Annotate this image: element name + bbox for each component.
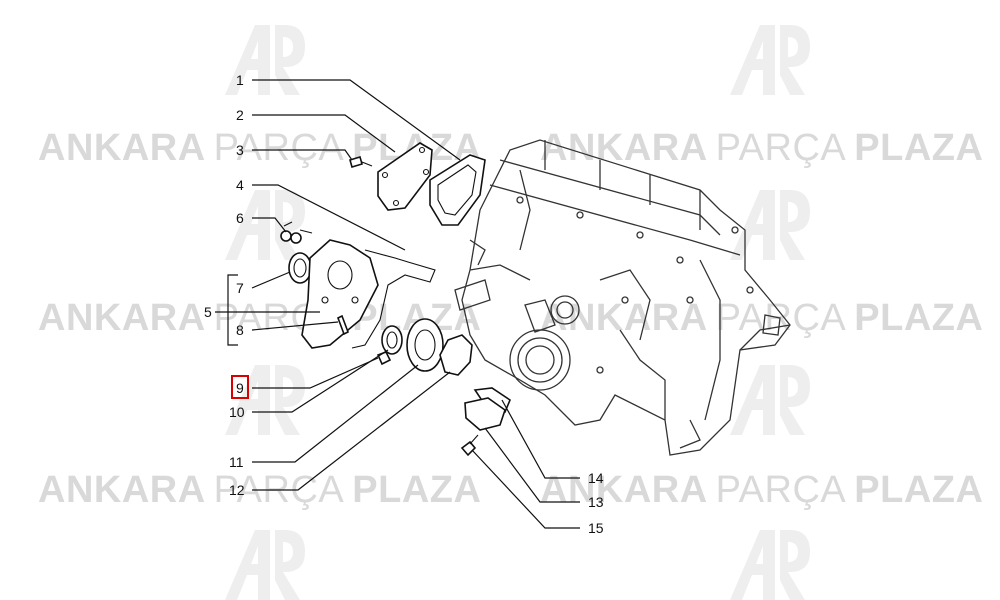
part-3-bolt (349, 156, 373, 168)
ap-logo-icon (225, 190, 305, 260)
part-15-bolt (460, 434, 479, 457)
leader-9 (252, 357, 379, 389)
leader-11 (252, 364, 419, 463)
leader-4 (252, 184, 406, 251)
callout-7: 7 (236, 280, 244, 296)
ap-logo-icon (730, 530, 810, 600)
leader-6 (252, 217, 287, 233)
parts (280, 142, 511, 457)
ap-logo-icon (730, 365, 810, 435)
ap-logo-icon (225, 365, 305, 435)
ap-logo-icon (225, 25, 305, 95)
ap-logo-icon (225, 530, 305, 600)
callout-1: 1 (236, 72, 244, 88)
part-11-flange (406, 318, 444, 372)
leader-8 (251, 321, 339, 331)
watermark-logos (225, 25, 810, 600)
part-5-timing-cover (301, 239, 379, 349)
part-7-seal-ring (288, 252, 312, 284)
engine-block (454, 139, 791, 456)
leader-15 (471, 449, 580, 529)
part-12-gasket (439, 334, 473, 376)
leader-12 (252, 371, 451, 491)
part-10-seal (381, 325, 403, 355)
leader-lines (215, 79, 580, 529)
leader-3 (252, 149, 353, 161)
callout-12: 12 (229, 482, 245, 498)
leader-13 (484, 427, 580, 503)
callout-labels: 1 2 3 4 5 6 7 8 9 10 11 12 14 13 15 (204, 72, 604, 536)
callout-4: 4 (236, 177, 244, 193)
ap-logo-icon (730, 25, 810, 95)
ap-logo-icon (730, 190, 810, 260)
callout-14: 14 (588, 470, 604, 486)
callout-11: 11 (229, 454, 244, 470)
callout-13: 13 (588, 494, 604, 510)
callout-3: 3 (236, 142, 244, 158)
part-2-cover-plate (377, 142, 433, 211)
part-1-gasket (429, 154, 486, 226)
leader-10 (252, 349, 389, 413)
callout-9-highlight-box (231, 375, 249, 399)
callout-6: 6 (236, 210, 244, 226)
part-13-cover (464, 397, 506, 431)
leader-2 (252, 114, 396, 153)
callout-9: 9 (236, 380, 244, 396)
part-8-pin (336, 314, 350, 336)
leader-1 (252, 79, 461, 161)
bracket-5 (227, 274, 238, 346)
callout-5: 5 (204, 304, 212, 320)
callout-2: 2 (236, 107, 244, 123)
part-6-nuts (280, 221, 313, 244)
leader-7 (251, 271, 291, 289)
leader-14 (501, 399, 580, 479)
callout-10: 10 (229, 404, 245, 420)
part-4-gasket (351, 249, 436, 349)
callout-8: 8 (236, 322, 244, 338)
callout-15: 15 (588, 520, 604, 536)
